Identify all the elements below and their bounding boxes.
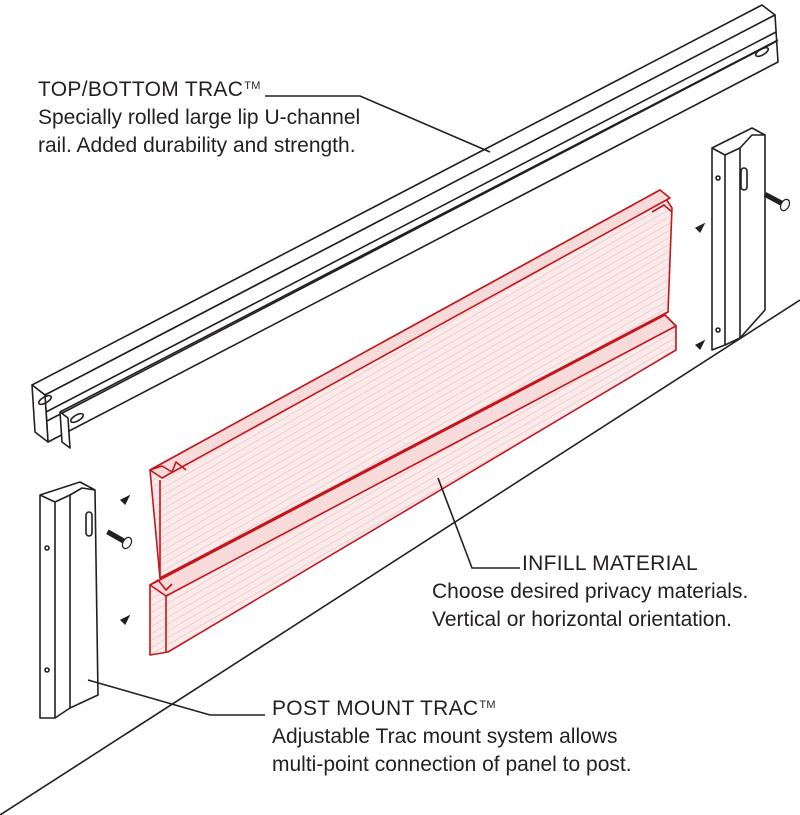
screw-icon: [106, 529, 133, 550]
infill-boards: [149, 189, 677, 656]
trademark-mark: TM: [479, 699, 496, 711]
callout-title: INFILL MATERIAL: [522, 552, 699, 575]
leader-post-mount: [87, 679, 265, 716]
callout-description-line: Vertical or horizontal orientation.: [432, 608, 732, 631]
post-slot: [740, 167, 748, 191]
callout-title: TOP/BOTTOM TRAC: [38, 78, 244, 101]
callout-description-line: Choose desired privacy materials.: [432, 580, 749, 603]
callout-infill-material: INFILL MATERIAL Choose desired privacy m…: [432, 550, 748, 634]
callout-top-bottom-trac: TOP/BOTTOM TRACTM Specially rolled large…: [38, 76, 360, 160]
post-mount-trac-right: [711, 127, 766, 351]
callout-description-line: multi-point connection of panel to post.: [272, 753, 632, 776]
screw-icon: [119, 494, 131, 506]
ground-line: [0, 299, 800, 815]
screws: [106, 192, 791, 626]
rail-slot: [754, 46, 770, 58]
post-mount-trac-left: [39, 481, 99, 719]
rail-slot: [69, 412, 85, 424]
rail-slot: [37, 394, 53, 406]
callout-description-line: Specially rolled large lip U-channel: [38, 106, 361, 129]
screw-icon: [119, 614, 131, 626]
callout-post-mount-trac: POST MOUNT TRACTM Adjustable Trac mount …: [272, 695, 632, 779]
screw-icon: [763, 192, 791, 212]
post-slot: [85, 511, 93, 537]
callout-description-line: rail. Added durability and strength.: [38, 134, 356, 157]
screw-icon: [694, 339, 706, 351]
trademark-mark: TM: [244, 80, 261, 92]
leader-infill: [437, 477, 520, 569]
leader-top-bottom-trac: [265, 95, 491, 153]
callout-description-line: Adjustable Trac mount system allows: [272, 725, 618, 748]
top-bottom-trac-rail: [31, 4, 779, 449]
callout-title: POST MOUNT TRAC: [272, 697, 479, 720]
screw-icon: [694, 222, 706, 234]
